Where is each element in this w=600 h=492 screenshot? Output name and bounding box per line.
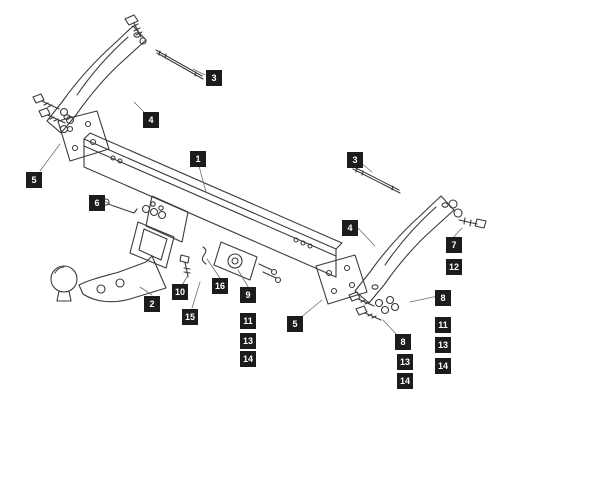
part-label-13-mid: 13 — [397, 354, 413, 370]
part-label-16: 16 — [212, 278, 228, 294]
part-label-8-mid: 8 — [395, 334, 411, 350]
right-side-bracket — [354, 195, 455, 304]
threaded-rod-right — [351, 165, 401, 194]
part-label-13-right: 13 — [435, 337, 451, 353]
part-label-1: 1 — [190, 151, 206, 167]
socket-bracket — [213, 241, 282, 284]
part-label-4-right: 4 — [342, 220, 358, 236]
part-label-2: 2 — [144, 296, 160, 312]
lower-bolts — [348, 291, 400, 321]
part-label-3-top: 3 — [206, 70, 222, 86]
part-label-10: 10 — [172, 284, 188, 300]
part-label-3-right: 3 — [347, 152, 363, 168]
part-label-7: 7 — [446, 237, 462, 253]
ball-mount — [50, 255, 167, 303]
threaded-rod-top — [155, 49, 204, 80]
crossbar-beam — [83, 132, 343, 278]
left-side-bracket — [46, 25, 147, 134]
part-label-14-ctr: 14 — [240, 351, 256, 367]
right-mounting-plate — [315, 254, 368, 305]
part-label-15: 15 — [182, 309, 198, 325]
part-label-14-mid: 14 — [397, 373, 413, 389]
part-label-6: 6 — [89, 195, 105, 211]
part-label-11-mid: 11 — [240, 313, 256, 329]
part-label-13-ctr: 13 — [240, 333, 256, 349]
left-bolts — [32, 93, 75, 134]
right-washers-bolt — [448, 199, 487, 229]
part-label-5-left: 5 — [26, 172, 42, 188]
hitch-pin — [102, 198, 167, 220]
part-label-4-left: 4 — [143, 112, 159, 128]
receiver-tube — [129, 221, 175, 269]
retaining-clip — [201, 246, 207, 265]
part-label-5-right: 5 — [287, 316, 303, 332]
part-label-8-right: 8 — [435, 290, 451, 306]
part-label-11-right: 11 — [435, 317, 451, 333]
part-label-9: 9 — [240, 287, 256, 303]
small-bolt-10 — [179, 254, 191, 278]
part-label-12: 12 — [446, 259, 462, 275]
top-bolt — [124, 14, 147, 45]
part-label-14-right: 14 — [435, 358, 451, 374]
